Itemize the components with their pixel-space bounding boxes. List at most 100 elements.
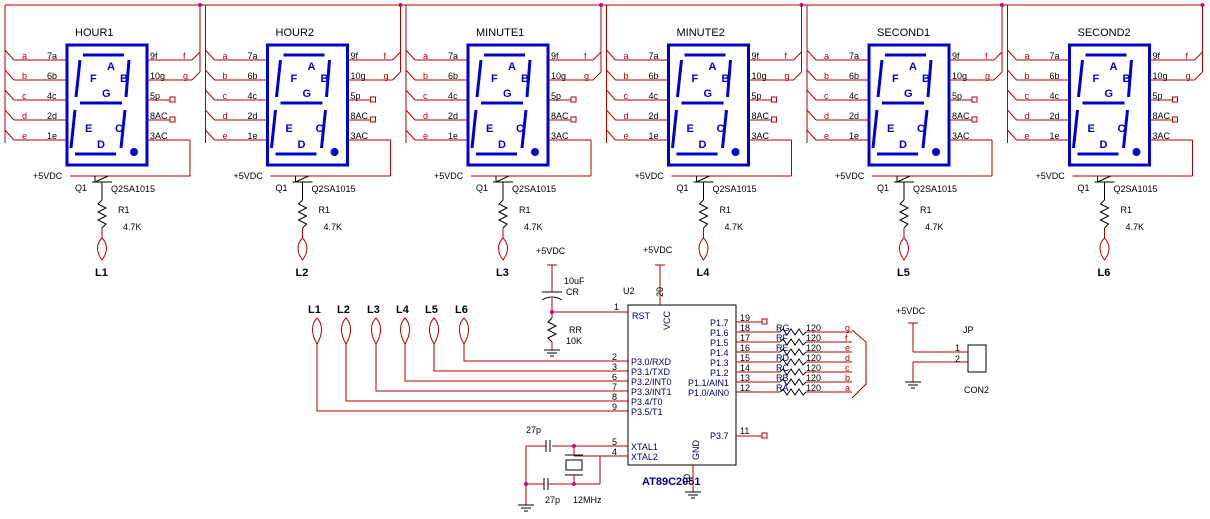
left-net-label: c <box>423 91 428 101</box>
mcu-pin-num: 15 <box>740 353 750 363</box>
left-net-label: b <box>824 71 829 81</box>
right-pin-label: 8AC <box>752 111 770 121</box>
mcu-pin-num: 9 <box>612 402 617 412</box>
right-pin-label: 5p <box>1153 91 1163 101</box>
segment-label-a: A <box>909 61 917 73</box>
segment-label-c: C <box>917 123 925 135</box>
left-net-label: d <box>423 111 428 121</box>
segment-label-b: B <box>922 73 930 85</box>
mcu-pin-num: 18 <box>740 323 750 333</box>
left-pin-label: 7a <box>1050 51 1060 61</box>
left-net-label: e <box>423 131 428 141</box>
mcu-pin-name: P3.2/INT0 <box>631 377 672 387</box>
digit-title: SECOND2 <box>1078 27 1131 39</box>
mcu-pin-num: 2 <box>612 352 617 362</box>
right-net-label: f <box>1186 51 1189 61</box>
left-pin-label: 6b <box>649 71 659 81</box>
right-pin-label: 10g <box>551 71 566 81</box>
segment-label-c: C <box>1118 123 1126 135</box>
transistor-part: Q2SA1015 <box>1114 184 1158 194</box>
mcu-pin-name: P1.7 <box>710 318 729 328</box>
segment-label-a: A <box>107 61 115 73</box>
segment-label-d: D <box>699 139 707 151</box>
segment-label-f: F <box>491 73 498 85</box>
connector-pin-1: 1 <box>955 343 960 353</box>
right-net-label: g <box>384 71 389 81</box>
mcu-pin-name: P3.5/T1 <box>631 407 663 417</box>
left-pin-label: 7a <box>649 51 659 61</box>
right-pin-label: 3AC <box>351 131 369 141</box>
segment-label-d: D <box>97 139 105 151</box>
left-pin-label: 7a <box>248 51 258 61</box>
transistor-ref: Q1 <box>476 183 488 193</box>
left-net-label: c <box>824 91 829 101</box>
right-pin-label: 10g <box>150 71 165 81</box>
right-pin-label: 3AC <box>150 131 168 141</box>
left-pin-label: 1e <box>47 131 57 141</box>
mcu-supply-label: +5VDC <box>643 245 673 255</box>
resistor-value: 4.7K <box>925 222 944 232</box>
left-pin-label: 6b <box>448 71 458 81</box>
right-pin-label: 5p <box>150 91 160 101</box>
transistor-ref: Q1 <box>677 183 689 193</box>
reset-res-ref: RR <box>569 325 582 335</box>
connector-supply: +5VDC <box>896 306 926 316</box>
left-pin-label: 2d <box>47 111 57 121</box>
segment-label-d: D <box>899 139 907 151</box>
mcu-pin-name: P3.1/TXD <box>631 367 671 377</box>
left-net-label: c <box>624 91 629 101</box>
transistor-ref: Q1 <box>1078 183 1090 193</box>
mcu-xtal-name: XTAL2 <box>631 452 658 462</box>
left-net-label: a <box>423 51 428 61</box>
left-pin-label: 6b <box>849 71 859 81</box>
right-net-label: g <box>985 71 990 81</box>
segment-label-g: G <box>1105 88 1114 100</box>
crystal-freq: 12MHz <box>573 495 602 505</box>
right-pin-label: 9f <box>551 51 559 61</box>
segment-label-b: B <box>321 73 329 85</box>
mcu-pin-name: P3.4/T0 <box>631 397 663 407</box>
right-pin-label: 10g <box>351 71 366 81</box>
input-label: L1 <box>308 304 321 316</box>
right-pin-label: 8AC <box>150 111 168 121</box>
left-pin-label: 6b <box>248 71 258 81</box>
reset-cap-ref: CR <box>566 287 579 297</box>
seg-res-ref: RC <box>776 363 789 373</box>
mcu-pin-num: 16 <box>740 343 750 353</box>
right-pin-label: 9f <box>752 51 760 61</box>
left-net-label: e <box>624 131 629 141</box>
right-net-label: g <box>1186 71 1191 81</box>
mcu-xtal-name: XTAL1 <box>631 442 658 452</box>
resistor-value: 4.7K <box>725 222 744 232</box>
mcu-pin-num: 3 <box>612 362 617 372</box>
left-pin-label: 2d <box>448 111 458 121</box>
left-pin-label: 4c <box>1050 91 1060 101</box>
segment-label-a: A <box>1110 61 1118 73</box>
led-label: L2 <box>296 267 309 279</box>
mcu-part: AT89C2051 <box>642 476 701 488</box>
led-label: L1 <box>95 267 108 279</box>
left-pin-label: 7a <box>849 51 859 61</box>
mcu-ref: U2 <box>623 286 635 296</box>
right-pin-label: 8AC <box>952 111 970 121</box>
seg-res-net: d <box>845 353 850 363</box>
input-label: L3 <box>367 304 380 316</box>
left-pin-label: 1e <box>448 131 458 141</box>
mcu-gnd-label: GND <box>691 440 701 461</box>
segment-label-f: F <box>892 73 899 85</box>
left-net-label: a <box>22 51 27 61</box>
segment-label-c: C <box>115 123 123 135</box>
left-net-label: d <box>223 111 228 121</box>
left-net-label: b <box>624 71 629 81</box>
resistor-value: 4.7K <box>324 222 343 232</box>
segment-label-e: E <box>286 123 293 135</box>
transistor-ref: Q1 <box>75 183 87 193</box>
segment-label-e: E <box>1088 123 1095 135</box>
segment-label-e: E <box>85 123 92 135</box>
resistor-ref: R1 <box>118 205 130 215</box>
right-net-label: f <box>384 51 387 61</box>
segment-label-d: D <box>298 139 306 151</box>
